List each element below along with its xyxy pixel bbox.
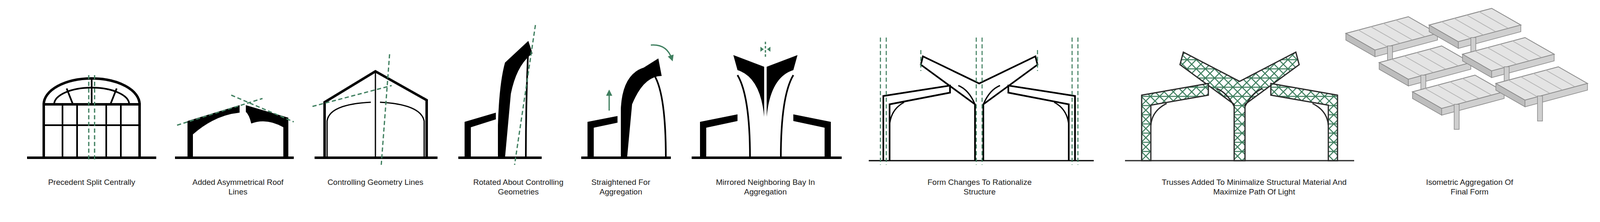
- rationalized-structure-part-part: [1037, 50, 1039, 71]
- rotated-form-part: [464, 112, 496, 158]
- rationalized-structure-part-part: [920, 50, 922, 71]
- mirrored-bay-part: [765, 41, 767, 59]
- panel-caption: Added Asymmetrical Roof Lines: [190, 177, 286, 197]
- panel-caption: Mirrored Neighboring Bay In Aggregation: [709, 177, 822, 197]
- isometric-aggregation-part: [1495, 66, 1588, 121]
- rationalized-structure-part-part: [975, 37, 978, 165]
- panel-caption: Rotated About Controlling Geometries: [468, 177, 569, 197]
- truss-structure-part: [1180, 52, 1300, 161]
- rationalized-structure: [868, 37, 1094, 165]
- rationalized-structure-part: [883, 85, 950, 161]
- precedent-greenhouse-part: [43, 104, 140, 158]
- straightened-form-part: [654, 75, 666, 158]
- asymmetric-roof: [175, 95, 294, 158]
- mirrored-bay: [691, 41, 842, 158]
- rationalized-structure-part: [880, 37, 1078, 165]
- straightened-form-part: [650, 45, 672, 59]
- precedent-greenhouse-part: [66, 79, 117, 105]
- panel-caption: Trusses Added To Minimalize Structural M…: [1145, 177, 1363, 197]
- isometric-aggregation-part: [1412, 75, 1505, 130]
- precedent-greenhouse-part: [43, 104, 140, 158]
- panel-caption: Precedent Split Centrally: [29, 177, 155, 187]
- mirrored-bay-part-part: [700, 114, 738, 158]
- rationalized-structure-part: [1008, 85, 1075, 161]
- panel-caption: Isometric Aggregation Of Final Form: [1423, 177, 1516, 197]
- mirrored-bay-part-part: [737, 75, 750, 158]
- rationalized-structure-part: [1054, 102, 1069, 125]
- rationalized-structure-part-part: [880, 37, 882, 165]
- truss-structure: [1125, 52, 1355, 161]
- mirrored-bay-part-part: [733, 55, 765, 158]
- panel-caption: Controlling Geometry Lines: [312, 177, 438, 187]
- asymmetric-roof-part: [231, 95, 294, 122]
- rationalized-structure-part: [920, 56, 1038, 161]
- controlling-geometry-part: [380, 102, 425, 158]
- rotated-form: [458, 25, 542, 165]
- rationalized-structure-part-part: [1077, 37, 1079, 165]
- rationalized-structure-part: [889, 102, 905, 125]
- rationalized-structure-part-part: [981, 37, 983, 165]
- precedent-greenhouse-part: [94, 75, 96, 162]
- controlling-geometry-part: [375, 71, 377, 158]
- asymmetric-roof-part: [187, 105, 240, 158]
- straightened-form-part: [587, 115, 618, 158]
- precedent-greenhouse-part: [88, 75, 90, 162]
- controlling-geometry-part: [327, 102, 371, 158]
- rationalized-structure-part: [958, 85, 1000, 105]
- panel-caption: Form Changes To Rationalize Structure: [927, 177, 1032, 197]
- straightened-form: [581, 45, 672, 158]
- controlling-geometry: [312, 54, 438, 165]
- mirrored-bay-part: [700, 55, 765, 158]
- controlling-geometry-part: [324, 71, 427, 158]
- truss-structure-part: [1150, 88, 1329, 125]
- rotated-form-part: [514, 25, 536, 165]
- rationalized-structure-part: [868, 160, 1094, 162]
- asymmetric-roof-part: [177, 98, 263, 125]
- asymmetric-roof-part: [245, 105, 289, 158]
- rationalized-structure-part-part: [885, 37, 888, 165]
- controlling-geometry-part: [312, 85, 392, 107]
- mirrored-bay-part: [766, 55, 831, 158]
- isometric-aggregation: [1345, 8, 1588, 130]
- controlling-geometry-part: [381, 54, 390, 165]
- rotated-form-part: [497, 40, 533, 158]
- precedent-greenhouse-part: [43, 78, 140, 105]
- panel-caption: Straightened For Aggregation: [581, 177, 661, 197]
- precedent-greenhouse: [27, 75, 157, 162]
- straightened-form-part: [608, 92, 610, 111]
- rationalized-structure-part-part: [1071, 37, 1073, 165]
- rotated-form-part: [525, 46, 529, 158]
- straightened-form-part: [620, 58, 662, 158]
